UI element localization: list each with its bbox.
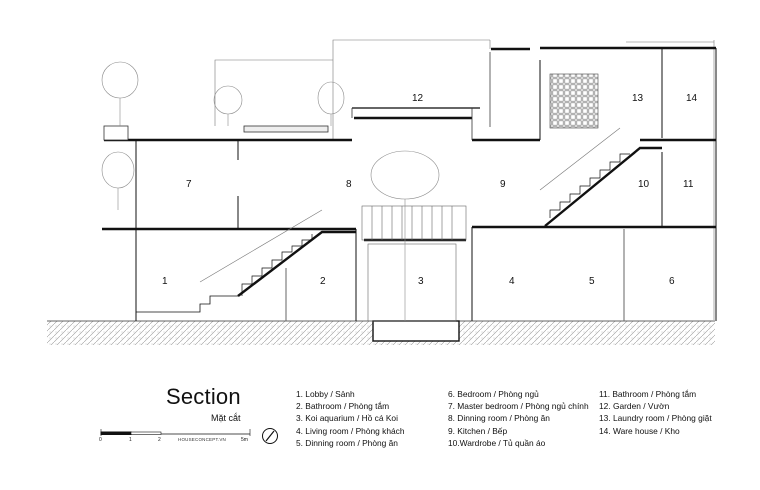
room-number: 3: [418, 276, 424, 287]
ground-layer: [47, 320, 715, 345]
breeze-block-wall: [549, 73, 599, 129]
legend-item: 8. Dinning room / Phòng ăn: [448, 413, 550, 424]
legend-item: 5. Dinning room / Phòng ăn: [296, 437, 398, 448]
legend-item: 12. Garden / Vườn: [599, 401, 670, 412]
legend-item: 1. Lobby / Sảnh: [296, 389, 355, 399]
legend-item: 3. Koi aquarium / Hồ cá Koi: [296, 413, 398, 424]
legend-item: 11. Bathroom / Phòng tắm: [599, 389, 697, 399]
room-number: 9: [500, 179, 506, 190]
room-number: 1: [162, 276, 168, 287]
room-number: 6: [669, 276, 675, 287]
scale-mark-0: 0: [99, 437, 102, 443]
north-arrow-icon: [262, 428, 278, 444]
staircases: [136, 127, 662, 313]
legend-item: 2. Bathroom / Phòng tắm: [296, 401, 390, 412]
room-number: 14: [686, 93, 698, 104]
scale-mark-1: 1: [129, 437, 132, 443]
room-number-labels: 1 2 3 4 5 6 7 8 9 10 11 12 13 14: [162, 93, 698, 287]
room-number: 2: [320, 276, 326, 287]
tree-icon: [317, 81, 345, 126]
legend-column-2: 6. Bedroom / Phòng ngủ 7. Master bedroom…: [448, 388, 589, 449]
koi-screen: [361, 205, 467, 322]
legend-item: 7. Master bedroom / Phòng ngủ chính: [448, 401, 589, 412]
room-number: 13: [632, 93, 644, 104]
room-number: 7: [186, 179, 192, 190]
garden-pergola: [103, 107, 480, 141]
parapet-outlines: [214, 39, 715, 320]
room-number: 10: [638, 179, 650, 190]
tree-icon: [101, 61, 139, 126]
legend-column-3: 11. Bathroom / Phòng tắm 12. Garden / Vư…: [599, 388, 712, 437]
scale-unit: 5m: [241, 437, 248, 443]
floor-slabs: [102, 46, 716, 242]
room-number: 4: [509, 276, 515, 287]
room-number: 8: [346, 179, 352, 190]
scale-mark-2: 2: [158, 437, 161, 443]
tree-icons: [101, 61, 440, 321]
tree-icon: [213, 85, 243, 126]
legend-item: 13. Laundry room / Phòng giặt: [599, 413, 712, 424]
legend-column-1: 1. Lobby / Sảnh 2. Bathroom / Phòng tắm …: [296, 388, 404, 449]
legend-item: 6. Bedroom / Phòng ngủ: [448, 389, 539, 399]
drawing-subtitle: Mặt cắt: [211, 413, 241, 423]
room-number: 5: [589, 276, 595, 287]
tree-icon: [370, 150, 440, 321]
scale-bar: [100, 429, 251, 436]
drawing-title: Section: [166, 384, 241, 409]
tree-icon: [101, 151, 135, 210]
legend-item: 4. Living room / Phòng khách: [296, 425, 405, 436]
scale-brand: HOUSECONCEPT.VN: [178, 437, 227, 442]
room-number: 11: [683, 179, 694, 190]
room-number: 12: [412, 93, 424, 104]
walls: [135, 48, 717, 321]
legend-item: 14. Ware house / Kho: [599, 425, 680, 436]
legend-item: 10.Wardrobe / Tủ quần áo: [448, 437, 546, 448]
legend-item: 9. Kitchen / Bếp: [448, 425, 508, 436]
